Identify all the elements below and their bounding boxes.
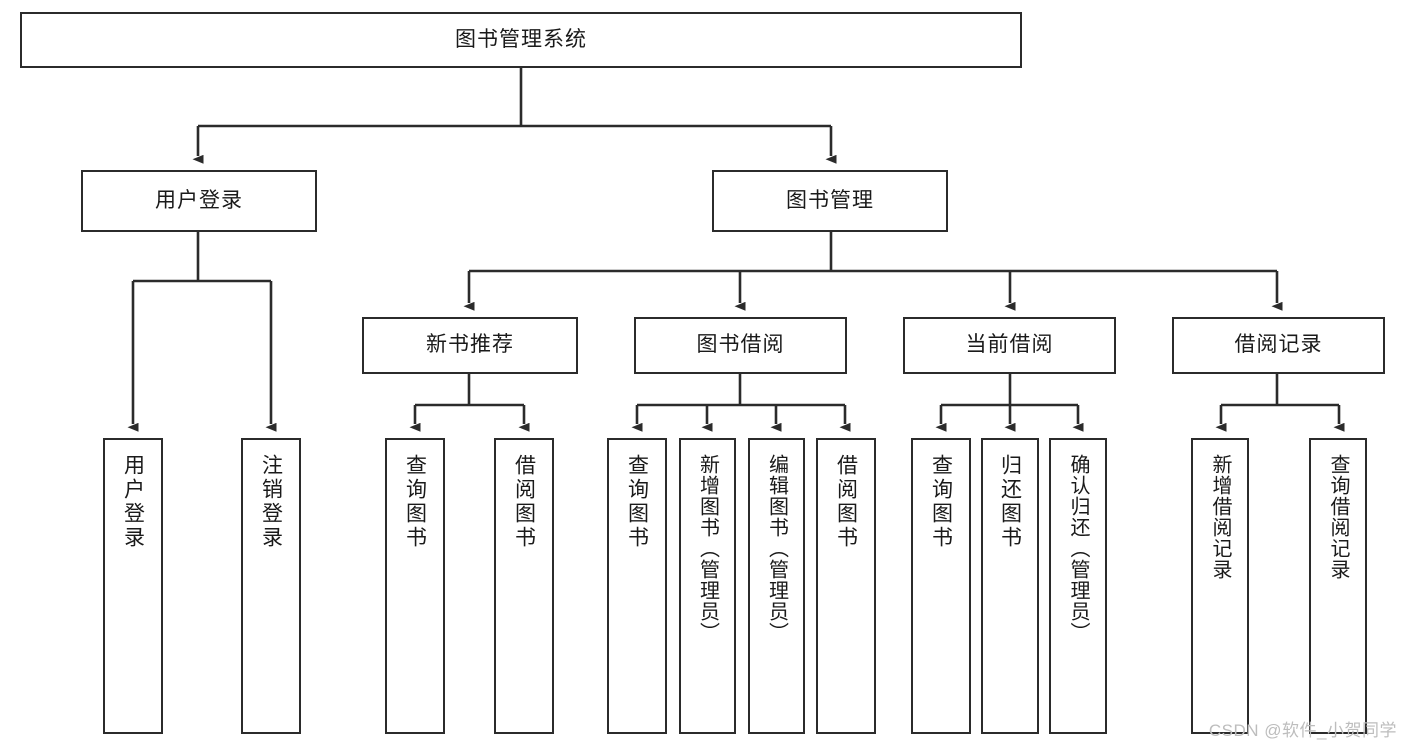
node-book-management-label: 图书管理	[786, 188, 874, 212]
leaf-add-borrow-record[interactable]: 新增借阅记录	[1191, 438, 1249, 734]
leaf-borrow-book-recommend-label: 借阅图书	[512, 454, 536, 550]
leaf-query-book-recommend[interactable]: 查询图书	[385, 438, 445, 734]
leaf-edit-book-admin[interactable]: 编辑图书（管理员）	[748, 438, 805, 734]
node-borrow-record[interactable]: 借阅记录	[1172, 317, 1385, 374]
leaf-query-book-borrow-label: 查询图书	[625, 454, 649, 550]
leaf-borrow-book-label: 借阅图书	[834, 454, 858, 550]
leaf-add-book-admin[interactable]: 新增图书（管理员）	[679, 438, 736, 734]
node-borrow-record-label: 借阅记录	[1234, 333, 1323, 357]
leaf-add-borrow-record-label: 新增借阅记录	[1209, 454, 1231, 580]
leaf-query-borrow-record[interactable]: 查询借阅记录	[1309, 438, 1367, 734]
node-new-book-recommend-label: 新书推荐	[426, 333, 514, 357]
leaf-query-book-current[interactable]: 查询图书	[911, 438, 971, 734]
leaf-confirm-return-admin[interactable]: 确认归还（管理员）	[1049, 438, 1107, 734]
node-book-borrow-label: 图书借阅	[696, 333, 785, 357]
leaf-user-login-label: 用户登录	[121, 454, 145, 550]
leaf-user-login[interactable]: 用户登录	[103, 438, 163, 734]
leaf-query-book-recommend-label: 查询图书	[403, 454, 427, 550]
leaf-logout[interactable]: 注销登录	[241, 438, 301, 734]
node-book-management[interactable]: 图书管理	[712, 170, 948, 232]
csdn-watermark: CSDN @软件_小贺同学	[1208, 721, 1397, 740]
leaf-query-book-current-label: 查询图书	[929, 454, 953, 550]
node-book-borrow[interactable]: 图书借阅	[634, 317, 847, 374]
node-root[interactable]: 图书管理系统	[20, 12, 1022, 68]
node-new-book-recommend[interactable]: 新书推荐	[362, 317, 578, 374]
node-current-borrow[interactable]: 当前借阅	[903, 317, 1116, 374]
leaf-edit-book-admin-label: 编辑图书（管理员）	[765, 454, 788, 643]
leaf-borrow-book-recommend[interactable]: 借阅图书	[494, 438, 554, 734]
leaf-return-book-label: 归还图书	[998, 454, 1022, 550]
node-user-login[interactable]: 用户登录	[81, 170, 317, 232]
node-root-label: 图书管理系统	[455, 27, 587, 51]
leaf-add-book-admin-label: 新增图书（管理员）	[696, 454, 719, 643]
node-current-borrow-label: 当前借阅	[965, 333, 1054, 357]
leaf-return-book[interactable]: 归还图书	[981, 438, 1039, 734]
leaf-query-borrow-record-label: 查询借阅记录	[1327, 454, 1349, 580]
leaf-confirm-return-admin-label: 确认归还（管理员）	[1067, 454, 1089, 643]
node-user-login-label: 用户登录	[155, 188, 243, 212]
leaf-query-book-borrow[interactable]: 查询图书	[607, 438, 667, 734]
leaf-logout-label: 注销登录	[259, 454, 283, 550]
leaf-borrow-book[interactable]: 借阅图书	[816, 438, 876, 734]
